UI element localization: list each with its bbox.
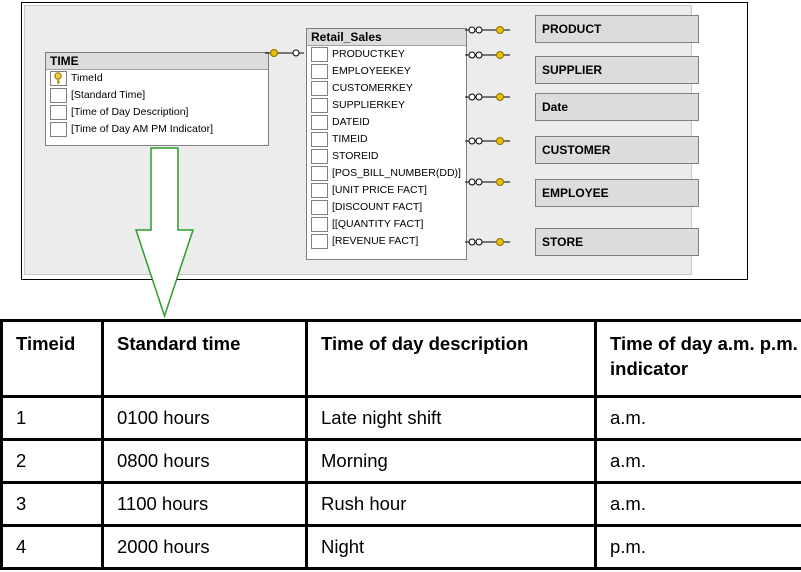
table-cell: 0100 hours: [101, 395, 308, 441]
fact-attr-row: EMPLOYEEKEY: [307, 63, 466, 80]
table-row: 3 1100 hours Rush hour a.m.: [0, 481, 801, 527]
fact-attr-name: CUSTOMERKEY: [332, 82, 413, 94]
relationship-line: [265, 29, 510, 243]
key-cell: [311, 81, 328, 96]
column-header-standard-time: Standard time: [101, 319, 308, 398]
key-cell: [311, 217, 328, 232]
table-cell: 2: [0, 438, 104, 484]
table-row: 2 0800 hours Morning a.m.: [0, 438, 801, 484]
time-attr-name: TimeId: [71, 72, 103, 84]
key-cell: [311, 132, 328, 147]
key-cell: [311, 183, 328, 198]
key-cell: [50, 105, 67, 120]
table-cell: 3: [0, 481, 104, 527]
dimension-store[interactable]: STORE: [535, 228, 699, 256]
time-attr-name: [Standard Time]: [71, 89, 146, 101]
fact-attr-row: DATEID: [307, 114, 466, 131]
table-header-row: Timeid Standard time Time of day descrip…: [0, 319, 801, 398]
table-cell: Night: [305, 524, 597, 570]
table-cell: 1: [0, 395, 104, 441]
table-row: 4 2000 hours Night p.m.: [0, 524, 801, 570]
key-cell: [311, 115, 328, 130]
table-cell: a.m.: [594, 438, 801, 484]
time-attr-name: [Time of Day Description]: [71, 106, 189, 118]
table-cell: 1100 hours: [101, 481, 308, 527]
fact-attr-row: [[QUANTITY FACT]: [307, 216, 466, 233]
table-cell: 4: [0, 524, 104, 570]
fact-attr-name: SUPPLIERKEY: [332, 99, 405, 111]
key-icon: [270, 26, 504, 246]
time-dimension-table: Timeid Standard time Time of day descrip…: [0, 319, 801, 570]
dimension-employee[interactable]: EMPLOYEE: [535, 179, 699, 207]
fact-attr-name: [UNIT PRICE FACT]: [332, 184, 427, 196]
expand-arrow-icon: [134, 147, 195, 319]
time-attr-row: TimeId: [46, 70, 268, 87]
table-cell: Late night shift: [305, 395, 597, 441]
table-cell: Rush hour: [305, 481, 597, 527]
fact-entity[interactable]: Retail_Sales PRODUCTKEY EMPLOYEEKEY CUST…: [306, 28, 467, 260]
key-cell: [50, 71, 67, 86]
fact-entity-title: Retail_Sales: [307, 29, 466, 46]
fact-attr-name: STOREID: [332, 150, 379, 162]
fact-attr-name: DATEID: [332, 116, 370, 128]
fact-attr-name: [REVENUE FACT]: [332, 235, 419, 247]
fact-attr-name: [DISCOUNT FACT]: [332, 201, 423, 213]
fact-attr-name: TIMEID: [332, 133, 368, 145]
time-entity-title: TIME: [46, 53, 268, 70]
fact-attr-name: [POS_BILL_NUMBER(DD)]: [332, 167, 461, 179]
fact-attr-row: [REVENUE FACT]: [307, 233, 466, 250]
time-attr-row: [Time of Day Description]: [46, 104, 268, 121]
fact-attr-row: SUPPLIERKEY: [307, 97, 466, 114]
table-cell: a.m.: [594, 395, 801, 441]
dimension-product[interactable]: PRODUCT: [535, 15, 699, 43]
key-cell: [311, 234, 328, 249]
time-attr-row: [Time of Day AM PM Indicator]: [46, 121, 268, 138]
time-entity[interactable]: TIME TimeId [Standard Time] [Ti: [45, 52, 269, 146]
fact-attr-row: [POS_BILL_NUMBER(DD)]: [307, 165, 466, 182]
table-cell: Morning: [305, 438, 597, 484]
dimension-supplier[interactable]: SUPPLIER: [535, 56, 699, 84]
fact-attr-name: EMPLOYEEKEY: [332, 65, 411, 77]
table-cell: 0800 hours: [101, 438, 308, 484]
table-cell: 2000 hours: [101, 524, 308, 570]
fact-attr-row: TIMEID: [307, 131, 466, 148]
table-cell: p.m.: [594, 524, 801, 570]
time-attr-name: [Time of Day AM PM Indicator]: [71, 123, 213, 135]
fact-attr-name: [[QUANTITY FACT]: [332, 218, 424, 230]
time-attr-row: [Standard Time]: [46, 87, 268, 104]
key-cell: [311, 166, 328, 181]
key-icon: [54, 72, 62, 84]
key-cell: [50, 88, 67, 103]
relationship-connectors: [134, 26, 510, 319]
dimension-date[interactable]: Date: [535, 93, 699, 121]
fact-attr-row: [UNIT PRICE FACT]: [307, 182, 466, 199]
fact-attr-row: [DISCOUNT FACT]: [307, 199, 466, 216]
column-header-description: Time of day description: [305, 319, 597, 398]
fact-attr-row: STOREID: [307, 148, 466, 165]
key-cell: [311, 200, 328, 215]
column-header-ampm: Time of day a.m. p.m. indicator: [594, 319, 801, 398]
fact-attr-row: PRODUCTKEY: [307, 46, 466, 63]
fact-attr-name: PRODUCTKEY: [332, 48, 405, 60]
key-cell: [311, 47, 328, 62]
key-cell: [311, 98, 328, 113]
column-header-timeid: Timeid: [0, 319, 104, 398]
fact-attr-row: CUSTOMERKEY: [307, 80, 466, 97]
table-row: 1 0100 hours Late night shift a.m.: [0, 395, 801, 441]
key-cell: [311, 149, 328, 164]
dimension-customer[interactable]: CUSTOMER: [535, 136, 699, 164]
key-cell: [50, 122, 67, 137]
key-cell: [311, 64, 328, 79]
connector-end-circle: [292, 26, 483, 246]
table-cell: a.m.: [594, 481, 801, 527]
